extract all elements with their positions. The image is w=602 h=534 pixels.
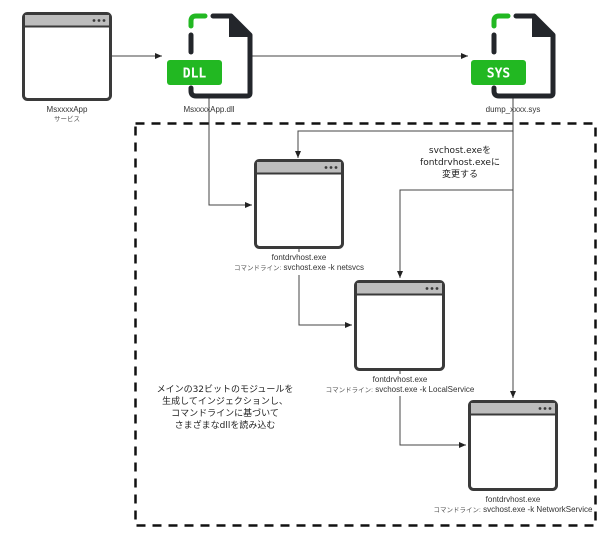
process-group-boundary (134, 122, 597, 527)
sys-badge (471, 60, 526, 85)
dll-label: MsxxxxApp.dll (183, 105, 235, 114)
sys-badge-text: SYS (487, 67, 511, 82)
host2-label: fontdrvhost.exe コマンドライン: svchost.exe -k … (290, 375, 510, 396)
edge-host1-to-host2 (298, 275, 352, 328)
dll-badge (167, 60, 222, 85)
edge-sys-to-host2 (397, 131, 514, 278)
sys-label: dump_xxxx.sys (485, 105, 541, 114)
rename-note: svchost.exeを fontdrvhost.exeに 変更する (410, 145, 510, 181)
host2-cmd: svchost.exe -k LocalService (375, 385, 475, 394)
host1-label: fontdrvhost.exe コマンドライン: svchost.exe -k … (199, 253, 399, 274)
host2-name: fontdrvhost.exe (372, 375, 428, 384)
inject-note-line: メインの32ビットのモジュールを (156, 385, 294, 395)
app-window-icon (354, 280, 445, 371)
host3-name: fontdrvhost.exe (485, 495, 541, 504)
inject-note-line: 生成してインジェクションし、 (162, 397, 288, 407)
edge-host2-to-host3 (399, 396, 466, 448)
dll-file-icon: DLL (167, 13, 253, 99)
app-name: MsxxxxApp (46, 105, 88, 114)
app-label: MsxxxxApp サービス (17, 105, 117, 125)
rename-note-line: 変更する (441, 170, 478, 180)
inject-note-line: さまざまなdllを読み込む (174, 421, 276, 431)
app-window-icon (468, 400, 558, 491)
host1-cmd-prefix: コマンドライン: (233, 265, 282, 272)
host1-name: fontdrvhost.exe (271, 253, 327, 262)
edge-dll-to-host1 (208, 103, 252, 208)
app-window-icon (254, 159, 344, 249)
host3-cmd-prefix: コマンドライン: (433, 507, 481, 514)
host2-cmd-prefix: コマンドライン: (325, 387, 373, 394)
host1-cmd: svchost.exe -k netsvcs (283, 263, 365, 272)
connector-stub (208, 98, 514, 374)
sys-file-icon: SYS (471, 13, 556, 99)
rename-note-line: svchost.exeを (428, 146, 492, 156)
inject-note: メインの32ビットのモジュールを 生成してインジェクションし、 コマンドラインに… (140, 384, 310, 432)
app-subtitle: サービス (54, 116, 80, 123)
inject-note-line: コマンドラインに基づいて (171, 409, 279, 419)
edge-sys-to-host1 (295, 103, 514, 158)
dll-badge-text: DLL (183, 67, 207, 82)
host3-label: fontdrvhost.exe コマンドライン: svchost.exe -k … (403, 495, 602, 516)
host3-cmd: svchost.exe -k NetworkService (483, 505, 593, 514)
rename-note-line: fontdrvhost.exeに (420, 158, 500, 168)
app-window-icon (22, 12, 112, 101)
